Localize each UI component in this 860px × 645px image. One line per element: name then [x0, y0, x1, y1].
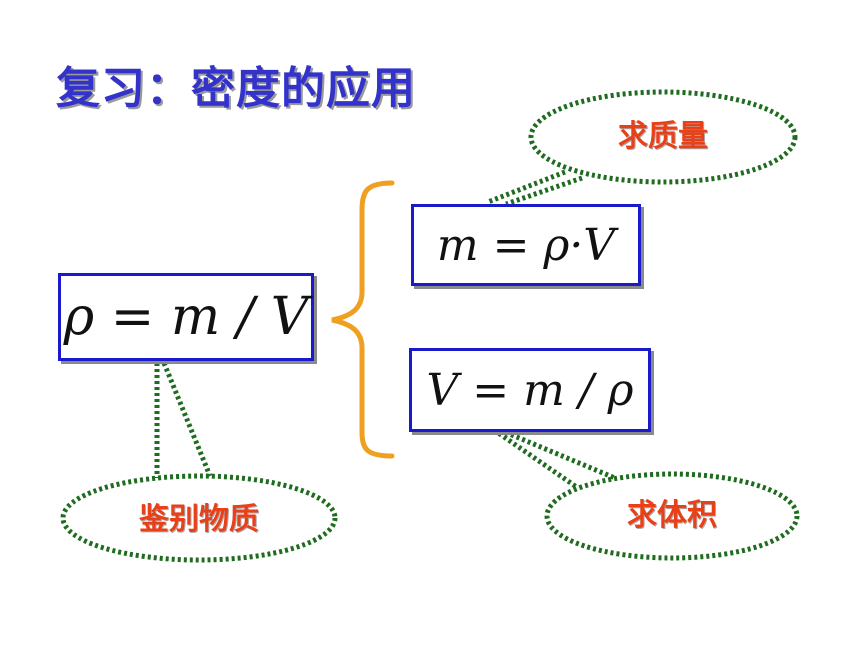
mass-formula: m = ρ·V [436, 219, 616, 271]
volume-formula: V = m / ρ [426, 364, 634, 416]
callout-identify-label: 鉴别物质 [139, 502, 259, 537]
callout-volume-label: 求体积 [627, 498, 717, 533]
callout-mass-bubble [528, 89, 798, 185]
curly-brace [331, 180, 395, 459]
volume-formula-box: V = m / ρ [409, 348, 651, 432]
mass-formula-box: m = ρ·V [411, 204, 641, 286]
callout-mass-tail [487, 169, 583, 207]
callout-volume-bubble [544, 471, 800, 561]
page-title: 复习：密度的应用 [56, 63, 416, 114]
callout-identify [60, 362, 338, 563]
callout-mass-label: 求质量 [618, 119, 708, 154]
callout-identify-tail [154, 362, 213, 478]
callout-identify-bubble [60, 473, 338, 563]
callout-volume-tail [492, 427, 616, 491]
callout-volume [492, 427, 800, 561]
density-formula-box: ρ = m / V [58, 273, 314, 361]
callout-mass [487, 89, 798, 207]
density-formula: ρ = m / V [63, 287, 309, 347]
